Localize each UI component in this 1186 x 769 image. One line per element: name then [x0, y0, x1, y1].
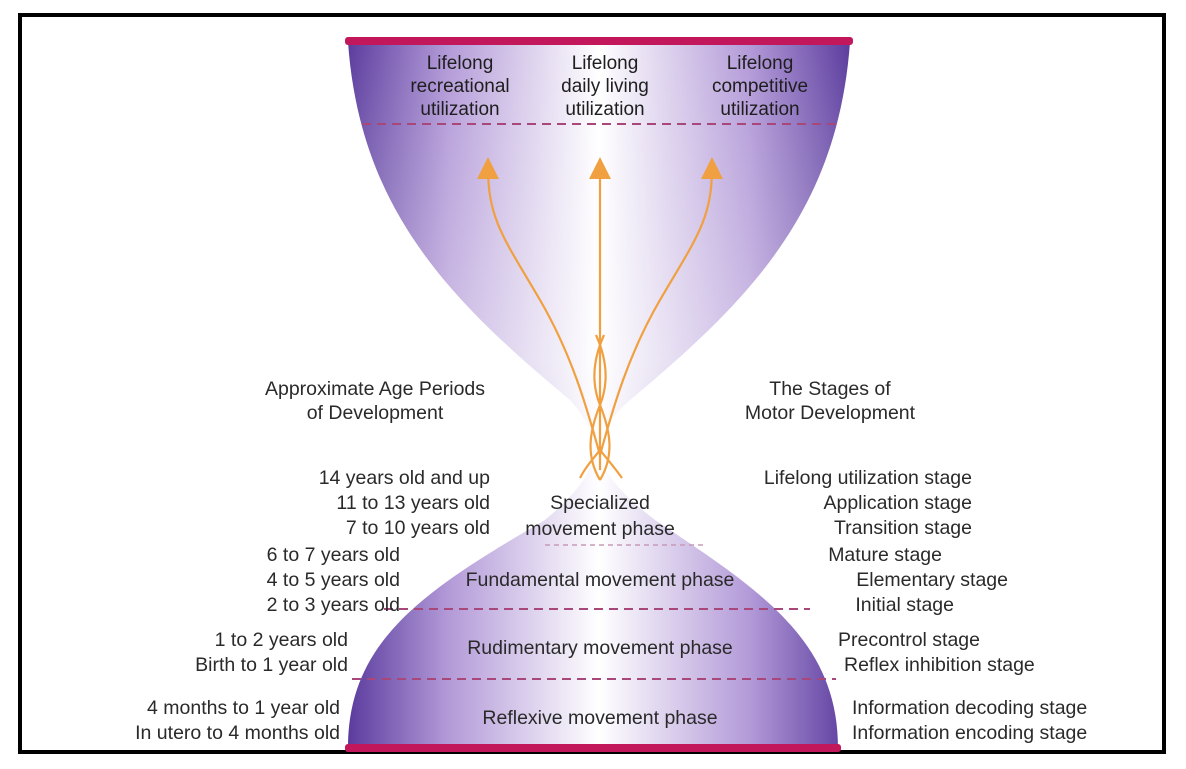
age-1-to-2: 1 to 2 years old	[30, 628, 348, 653]
rudimentary-ages: 1 to 2 years old Birth to 1 year old	[30, 628, 348, 678]
top-bar	[345, 37, 853, 45]
age-14-and-up: 14 years old and up	[170, 466, 490, 491]
initial-stage: Initial stage	[700, 593, 1008, 618]
age-6-to-7: 6 to 7 years old	[80, 543, 400, 568]
age-in-utero-to-4-months: In utero to 4 months old	[20, 721, 340, 746]
age-4-months-to-1-year: 4 months to 1 year old	[20, 696, 340, 721]
age-periods-heading-line-1: Approximate Age Periods	[210, 377, 540, 401]
recreational-line-2: recreational	[390, 75, 530, 98]
reflex-inhibition-stage: Reflex inhibition stage	[838, 653, 1118, 678]
age-birth-to-1: Birth to 1 year old	[30, 653, 348, 678]
stages-heading-line-1: The Stages of	[680, 377, 980, 401]
recreational-line-1: Lifelong	[390, 52, 530, 75]
elementary-stage: Elementary stage	[700, 568, 1008, 593]
specialized-ages: 14 years old and up 11 to 13 years old 7…	[170, 466, 490, 541]
transition-stage: Transition stage	[660, 516, 972, 541]
bottom-bar	[345, 744, 841, 752]
information-decoding-stage: Information decoding stage	[852, 696, 1162, 721]
competitive-utilization-label: Lifelong competitive utilization	[690, 52, 830, 121]
rudimentary-stages: Precontrol stage Reflex inhibition stage	[838, 628, 1118, 678]
daily-living-line-3: utilization	[535, 98, 675, 121]
specialized-stages: Lifelong utilization stage Application s…	[660, 466, 972, 541]
daily-living-utilization-label: Lifelong daily living utilization	[535, 52, 675, 121]
rudimentary-phase-label: Rudimentary movement phase	[400, 636, 800, 660]
recreational-utilization-label: Lifelong recreational utilization	[390, 52, 530, 121]
daily-living-line-2: daily living	[535, 75, 675, 98]
competitive-line-1: Lifelong	[690, 52, 830, 75]
stages-heading-line-2: Motor Development	[680, 401, 980, 425]
information-encoding-stage: Information encoding stage	[852, 721, 1162, 746]
competitive-line-2: competitive	[690, 75, 830, 98]
age-periods-heading-line-2: of Development	[210, 401, 540, 425]
fundamental-stages: Mature stage Elementary stage Initial st…	[700, 543, 1008, 618]
precontrol-stage: Precontrol stage	[838, 628, 1118, 653]
reflexive-ages: 4 months to 1 year old In utero to 4 mon…	[20, 696, 340, 746]
reflexive-stages: Information decoding stage Information e…	[852, 696, 1162, 746]
lifelong-utilization-stage: Lifelong utilization stage	[660, 466, 972, 491]
daily-living-line-1: Lifelong	[535, 52, 675, 75]
stages-heading: The Stages of Motor Development	[680, 377, 980, 425]
application-stage: Application stage	[660, 491, 972, 516]
age-11-to-13: 11 to 13 years old	[170, 491, 490, 516]
recreational-line-3: utilization	[390, 98, 530, 121]
age-2-to-3: 2 to 3 years old	[80, 593, 400, 618]
competitive-line-3: utilization	[690, 98, 830, 121]
fundamental-ages: 6 to 7 years old 4 to 5 years old 2 to 3…	[80, 543, 400, 618]
reflexive-phase-label: Reflexive movement phase	[400, 706, 800, 730]
age-periods-heading: Approximate Age Periods of Development	[210, 377, 540, 425]
age-4-to-5: 4 to 5 years old	[80, 568, 400, 593]
age-7-to-10: 7 to 10 years old	[170, 516, 490, 541]
mature-stage: Mature stage	[700, 543, 1008, 568]
